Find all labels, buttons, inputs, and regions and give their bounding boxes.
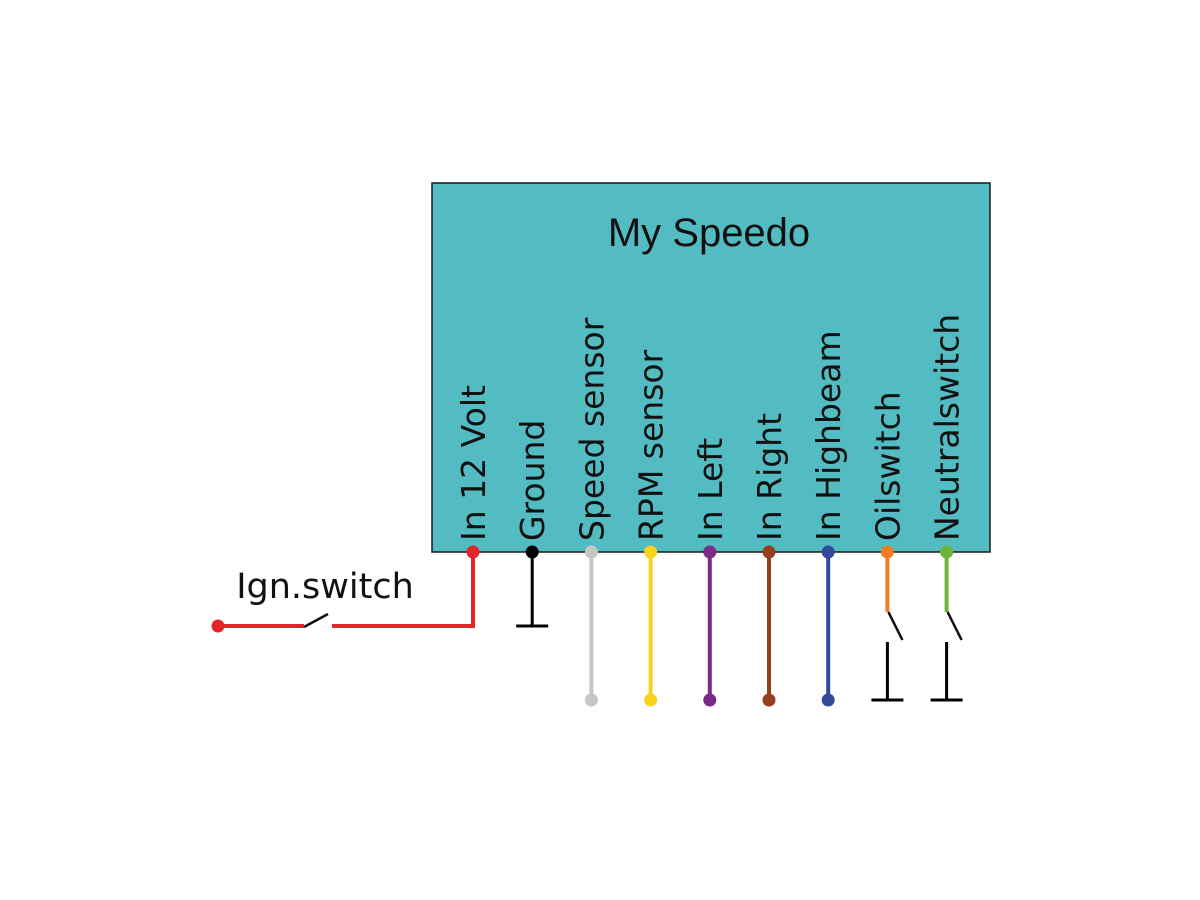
- pin-label: In Left: [691, 438, 730, 541]
- speedo-box: [431, 182, 991, 553]
- ignition-switch-blade: [303, 612, 329, 629]
- pin-dot[interactable]: [525, 545, 539, 559]
- device-title: My Speedo: [608, 211, 810, 255]
- pin-label: In 12 Volt: [454, 385, 493, 541]
- pin-dot[interactable]: [703, 545, 717, 559]
- wire-end-terminal-dot[interactable]: [821, 693, 835, 707]
- pin-label: Speed sensor: [572, 317, 611, 541]
- ignition-circuit: Ign.switch: [211, 567, 474, 633]
- pin-ground: Ground: [513, 420, 552, 628]
- ignition-switch-label: Ign.switch: [236, 567, 414, 607]
- pin-dot[interactable]: [821, 545, 835, 559]
- pin-in-left: In Left: [691, 438, 730, 707]
- pin-label: Oilswitch: [868, 391, 907, 541]
- pin-label: RPM sensor: [632, 349, 671, 541]
- pin-in-highbeam: In Highbeam: [809, 330, 848, 707]
- wire-end-terminal-dot[interactable]: [703, 693, 717, 707]
- switch-blade: [946, 611, 963, 641]
- wire-end-terminal-dot[interactable]: [584, 693, 598, 707]
- pin-oilswitch: Oilswitch: [868, 391, 907, 702]
- pin-speed-sensor: Speed sensor: [572, 317, 611, 707]
- pin-label: In Right: [750, 413, 789, 541]
- pin-dot[interactable]: [880, 545, 894, 559]
- wire-end-terminal-dot[interactable]: [644, 693, 658, 707]
- switch-blade: [887, 611, 904, 641]
- pin-label: In Highbeam: [809, 330, 848, 541]
- pin-rpm-sensor: RPM sensor: [632, 349, 671, 707]
- pin-label: Neutralswitch: [928, 314, 967, 541]
- wire-end-terminal-dot[interactable]: [762, 693, 776, 707]
- pin-in-right: In Right: [750, 413, 789, 707]
- pin-dot[interactable]: [940, 545, 954, 559]
- pin-dot[interactable]: [466, 545, 480, 559]
- pin-neutralswitch: Neutralswitch: [928, 314, 967, 702]
- ignition-terminal-dot[interactable]: [211, 619, 225, 633]
- pin-dot[interactable]: [644, 545, 658, 559]
- pin-label: Ground: [513, 420, 552, 541]
- pin-dot[interactable]: [762, 545, 776, 559]
- connector-pins: In 12 Volt Ground Speed sensor RPM sensor In…: [454, 314, 967, 707]
- pin-dot[interactable]: [584, 545, 598, 559]
- pin-in-12-volt: In 12 Volt: [454, 385, 493, 628]
